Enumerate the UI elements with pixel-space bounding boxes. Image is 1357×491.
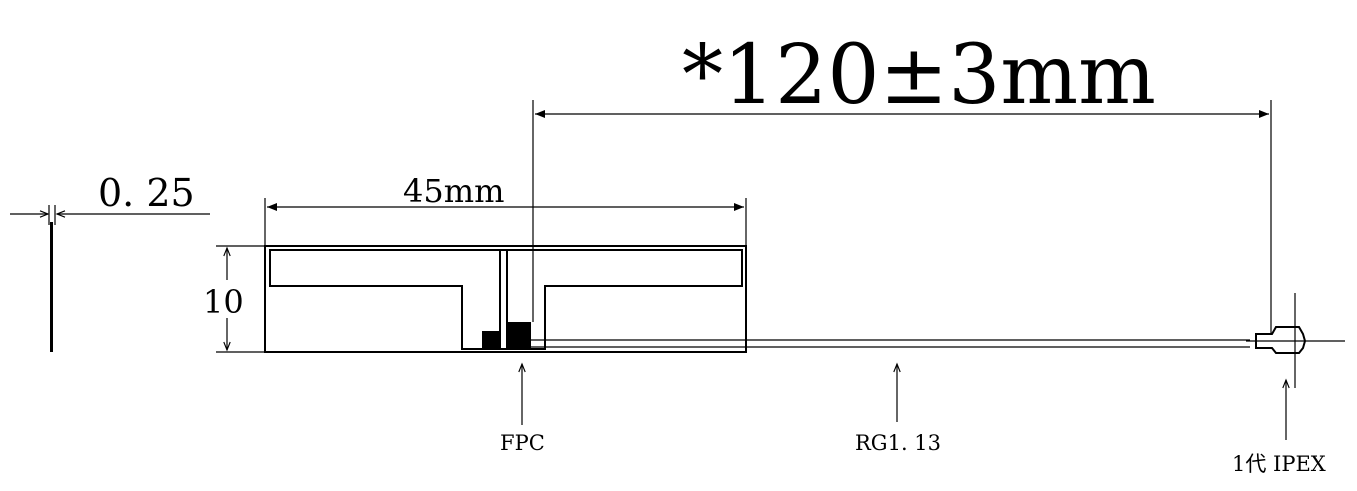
cable-length-dimension: *120±3mm: [532, 28, 1272, 335]
coax-cable: [510, 339, 1250, 348]
ipex-connector: [1246, 293, 1345, 388]
cable-length-label: *120±3mm: [682, 28, 1156, 123]
thickness-dimension: 0. 25: [10, 171, 210, 352]
solder-pad: [482, 331, 501, 350]
connector-label: 1代 IPEX: [1232, 452, 1326, 476]
fpc-label: FPC: [500, 431, 545, 455]
solder-pad: [506, 322, 531, 348]
thickness-label: 0. 25: [98, 171, 195, 215]
cable-label: RG1. 13: [855, 431, 941, 455]
antenna-length-dimension: 45mm: [264, 172, 747, 246]
cable-callout: RG1. 13: [855, 362, 941, 455]
antenna-length-label: 45mm: [403, 172, 504, 210]
antenna-height-dimension: 10: [203, 245, 265, 353]
antenna-height-label: 10: [203, 283, 244, 321]
connector-callout: 1代 IPEX: [1232, 378, 1326, 476]
fpc-callout: FPC: [500, 362, 545, 455]
fpc-antenna: [264, 245, 747, 353]
